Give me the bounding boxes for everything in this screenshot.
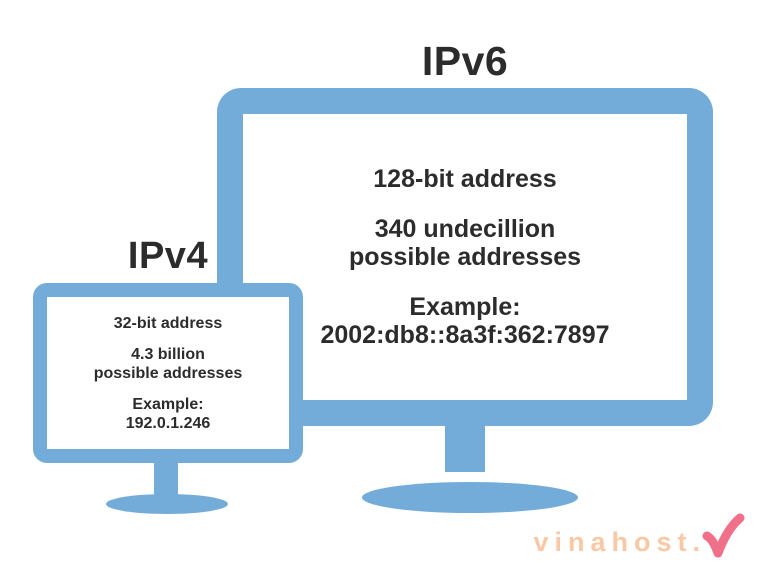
- ipv4-monitor-base: [106, 494, 228, 514]
- ipv6-line2a: 340 undecillion: [374, 215, 556, 243]
- v-check-logo-icon: [702, 513, 745, 558]
- ipv6-title: IPv6: [421, 38, 509, 84]
- ipv6-screen: 128-bit address 340 undecillion possible…: [243, 114, 687, 400]
- ipv4-line1: 32-bit address: [113, 314, 223, 332]
- ipv4-line2b: possible addresses: [93, 364, 243, 382]
- ipv4-example-value: 192.0.1.246: [125, 414, 211, 432]
- ipv6-monitor-stand: [445, 420, 485, 472]
- ipv6-example: Example: 2002:db8::8a3f:362:7897: [320, 293, 609, 349]
- watermark-text: vinahost.: [533, 526, 706, 557]
- ipv4-line2a: 4.3 billion: [131, 345, 205, 363]
- ipv6-example-value: 2002:db8::8a3f:362:7897: [320, 321, 610, 349]
- ipv4-address-count: 4.3 billion possible addresses: [94, 345, 243, 383]
- ipv4-example: Example: 192.0.1.246: [126, 395, 211, 433]
- vinahost-watermark: vinahost.: [533, 513, 746, 562]
- ipv4-screen: 32-bit address 4.3 billion possible addr…: [47, 297, 289, 449]
- ipv6-line2b: possible addresses: [348, 243, 582, 271]
- ipv4-example-label: Example:: [132, 395, 204, 413]
- ipv6-line1: 128-bit address: [373, 165, 557, 193]
- ipv4-title: IPv4: [127, 235, 209, 277]
- ipv4-bit-address: 32-bit address: [114, 314, 222, 333]
- ipv6-example-label: Example:: [409, 293, 521, 321]
- ipv4-monitor-stand: [154, 458, 178, 495]
- ipv6-bit-address: 128-bit address: [373, 165, 556, 193]
- ipv6-address-count: 340 undecillion possible addresses: [349, 215, 581, 271]
- ipv6-monitor-base: [362, 482, 578, 513]
- ipv4-monitor: 32-bit address 4.3 billion possible addr…: [33, 283, 303, 463]
